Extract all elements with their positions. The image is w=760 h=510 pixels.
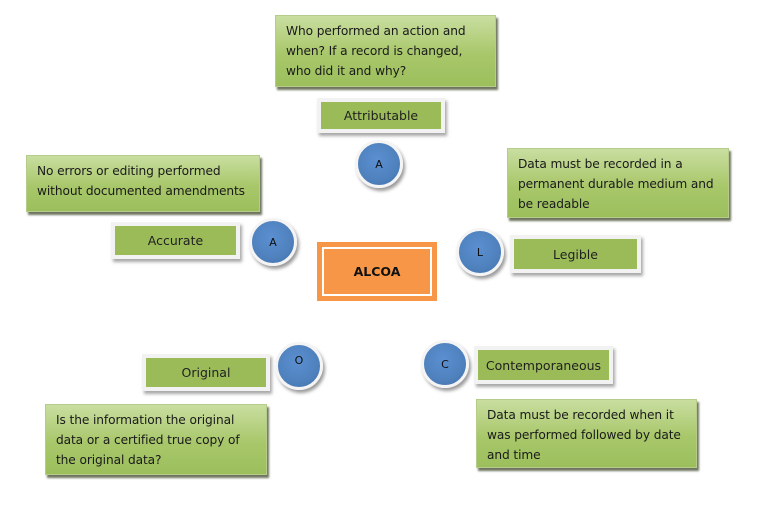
- legible-description: Data must be recorded in a permanent dur…: [507, 148, 729, 218]
- contemporaneous-description-line: and time: [487, 448, 541, 462]
- original-description: Is the information the original data or …: [45, 404, 267, 475]
- attributable-label-text: Attributable: [343, 108, 419, 123]
- accurate-letter-circle: A: [249, 218, 297, 266]
- original-label-text: Original: [181, 365, 231, 380]
- accurate-label-text: Accurate: [147, 233, 204, 248]
- contemporaneous-description-line: Data must be recorded when it: [487, 408, 674, 422]
- attributable-label: Attributable: [317, 98, 445, 133]
- legible-description-line: Data must be recorded in a: [518, 157, 683, 171]
- legible-label-text: Legible: [553, 246, 598, 262]
- original-description-line: data or a certified true copy of: [56, 433, 240, 447]
- attributable-letter: A: [375, 157, 383, 171]
- attributable-description-line: who did it and why?: [286, 64, 407, 78]
- contemporaneous-letter: C: [441, 357, 449, 371]
- original-label: Original: [142, 354, 270, 391]
- alcoa-center-box: ALCOA: [317, 242, 437, 301]
- contemporaneous-description-line: was performed followed by date: [487, 428, 681, 442]
- accurate-description-line: No errors or editing performed: [37, 164, 221, 178]
- accurate-label: Accurate: [111, 222, 240, 259]
- attributable-description-line: Who performed an action and: [286, 24, 466, 38]
- original-description-line: the original data?: [56, 453, 162, 467]
- accurate-description-line: without documented amendments: [37, 184, 245, 198]
- contemporaneous-label-text: Contemporaneous: [485, 357, 602, 373]
- original-letter-circle: O: [275, 342, 323, 390]
- original-letter: O: [294, 353, 304, 367]
- accurate-description: No errors or editing performed without d…: [26, 155, 260, 212]
- original-description-line: Is the information the original: [56, 413, 235, 427]
- accurate-letter: A: [269, 235, 277, 249]
- legible-label: Legible: [510, 235, 641, 273]
- contemporaneous-letter-circle: C: [421, 340, 469, 388]
- contemporaneous-description: Data must be recorded when it was perfor…: [476, 399, 697, 468]
- legible-letter: L: [476, 245, 484, 259]
- attributable-description-line: when? If a record is changed,: [286, 44, 463, 58]
- alcoa-title: ALCOA: [353, 264, 401, 279]
- legible-description-line: be readable: [518, 197, 590, 211]
- attributable-letter-circle: A: [355, 140, 403, 188]
- legible-description-line: permanent durable medium and: [518, 177, 714, 191]
- alcoa-center-inner: ALCOA: [322, 247, 432, 296]
- contemporaneous-label: Contemporaneous: [474, 346, 613, 384]
- attributable-description: Who performed an action and when? If a r…: [275, 15, 496, 87]
- legible-letter-circle: L: [456, 228, 504, 276]
